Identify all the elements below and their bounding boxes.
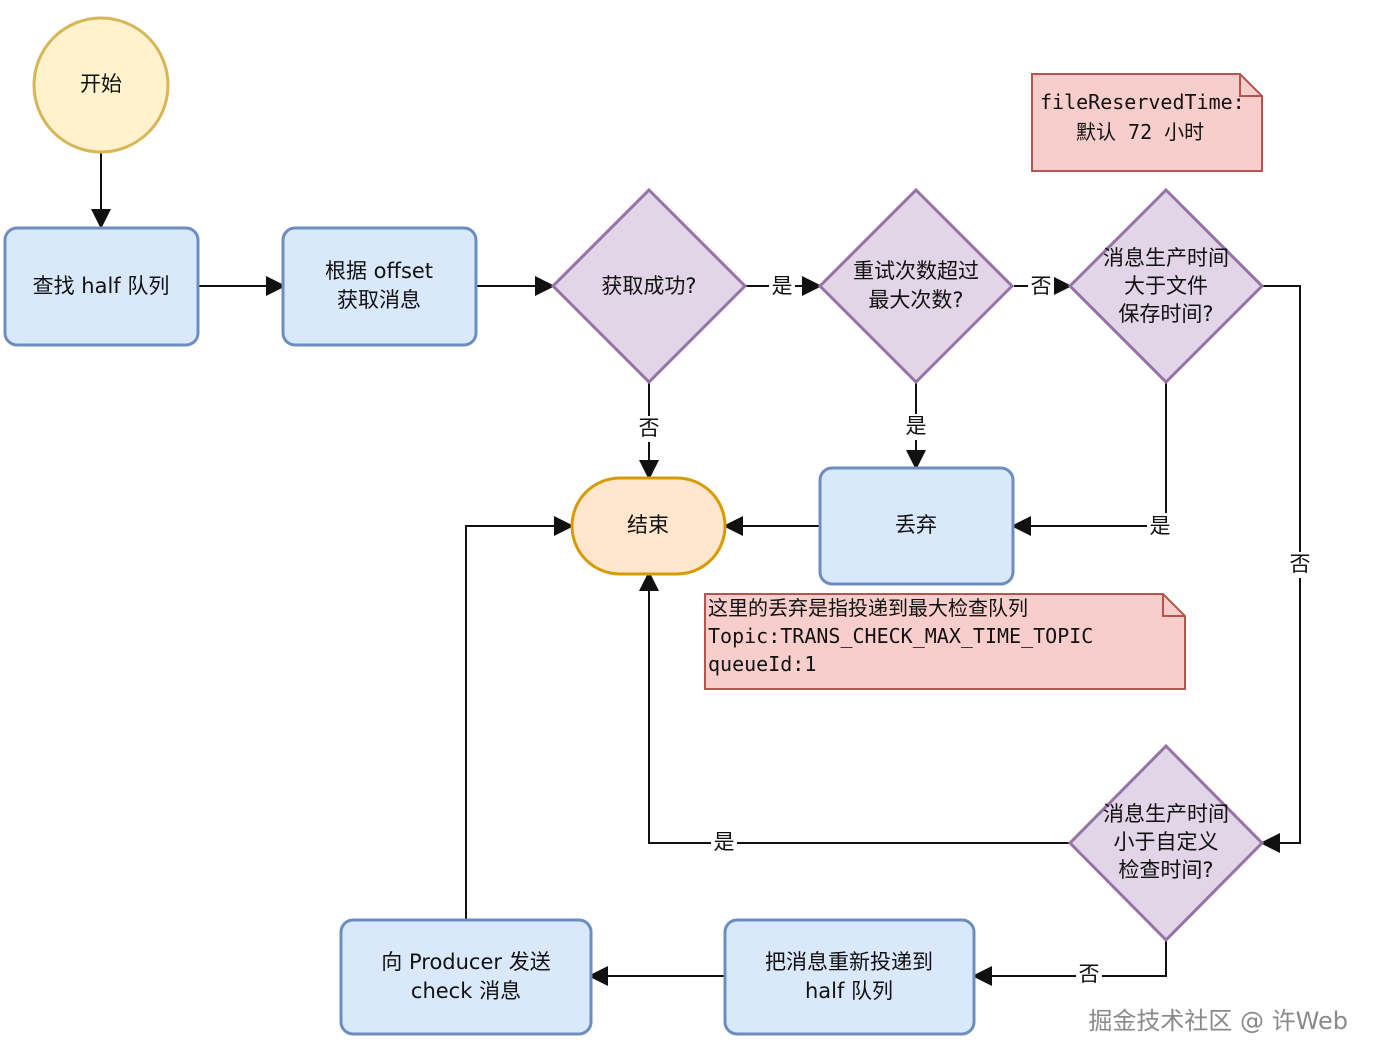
requeue-half-line2: half 队列 (805, 979, 893, 1003)
retry-exceeded-diamond[interactable] (817, 187, 1015, 385)
label-bg-success-no (636, 416, 662, 442)
end-node[interactable] (570, 476, 727, 576)
start-node[interactable] (32, 16, 170, 154)
produce-time-file-diamond[interactable] (1067, 187, 1265, 385)
file-reserved-note-fold (1239, 74, 1262, 97)
send-check-line1: 向 Producer 发送 (381, 950, 550, 974)
nodes: 开始 查找 half 队列 根据 offset 获取消息 获取成功? 重试次数超… (3, 16, 1265, 1036)
produce-time-file-line2: 大于文件 (1124, 274, 1208, 298)
edge-label-success-yes: 是 (772, 274, 793, 298)
requeue-half-line1: 把消息重新投递到 (765, 950, 933, 974)
label-bg-filetime-no (1287, 552, 1313, 578)
edges (91, 152, 1301, 986)
edge-label-retry-yes: 是 (906, 414, 927, 438)
edge-label-filetime-no: 否 (1290, 552, 1311, 576)
find-half-queue-label: 查找 half 队列 (33, 274, 170, 298)
label-bg-custom-yes (711, 830, 737, 856)
end-label: 结束 (627, 513, 669, 537)
edge-label-custom-yes: 是 (714, 830, 735, 854)
file-reserved-line2: 默认 72 小时 (1076, 120, 1204, 144)
produce-time-custom-line1: 消息生产时间 (1103, 802, 1229, 826)
file-reserved-line1: fileReservedTime: (1040, 90, 1245, 114)
edge-labels: 是 否 否 是 是 否 是 否 (636, 273, 1313, 988)
fetch-by-offset-line1: 根据 offset (325, 259, 433, 283)
label-bg-retry-yes (903, 414, 929, 440)
produce-time-custom-line3: 检查时间? (1118, 858, 1213, 882)
edge-custom-yes (639, 571, 1070, 844)
discard-note[interactable] (704, 593, 1186, 690)
retry-exceeded-line2: 最大次数? (868, 288, 963, 312)
watermark-text: 掘金技术社区 @ 许Web (1088, 1007, 1348, 1035)
label-bg-custom-no (1076, 962, 1102, 988)
file-reserved-note[interactable] (1031, 73, 1263, 172)
edge-send-to-end (465, 516, 574, 920)
produce-time-custom-line2: 小于自定义 (1114, 830, 1219, 854)
produce-time-custom-diamond[interactable] (1067, 743, 1265, 943)
retry-exceeded-line1: 重试次数超过 (853, 259, 979, 283)
discard-label: 丢弃 (895, 513, 937, 537)
edge-label-filetime-yes: 是 (1150, 514, 1171, 538)
fetch-by-offset-line2: 获取消息 (337, 288, 421, 312)
discard-note-line1: 这里的丢弃是指投递到最大检查队列 (708, 596, 1028, 620)
produce-time-file-line1: 消息生产时间 (1103, 246, 1229, 270)
discard-node[interactable] (818, 466, 1015, 586)
edge-label-custom-no: 否 (1079, 962, 1100, 986)
find-half-queue-node[interactable] (3, 226, 200, 347)
fetch-success-diamond[interactable] (550, 187, 748, 385)
notes: fileReservedTime: 默认 72 小时 这里的丢弃是指投递到最大检… (704, 73, 1263, 690)
send-check-line2: check 消息 (411, 979, 521, 1003)
produce-time-file-line3: 保存时间? (1118, 302, 1213, 326)
discard-note-line2: Topic:TRANS_CHECK_MAX_TIME_TOPIC (708, 624, 1093, 648)
fetch-by-offset-node[interactable] (281, 226, 478, 347)
send-check-node[interactable] (339, 918, 593, 1036)
fetch-success-label: 获取成功? (601, 274, 696, 298)
discard-note-fold (1162, 594, 1185, 617)
edge-filetime-yes (1011, 382, 1167, 536)
start-label: 开始 (80, 72, 122, 96)
label-bg-success-yes (769, 273, 795, 299)
edge-label-retry-no: 否 (1031, 274, 1052, 298)
discard-note-line3: queueId:1 (708, 652, 816, 676)
label-bg-retry-no (1028, 273, 1054, 299)
edge-custom-no (972, 938, 1167, 986)
label-bg-filetime-yes (1147, 513, 1173, 539)
requeue-half-node[interactable] (723, 918, 976, 1036)
edge-label-success-no: 否 (639, 416, 660, 440)
